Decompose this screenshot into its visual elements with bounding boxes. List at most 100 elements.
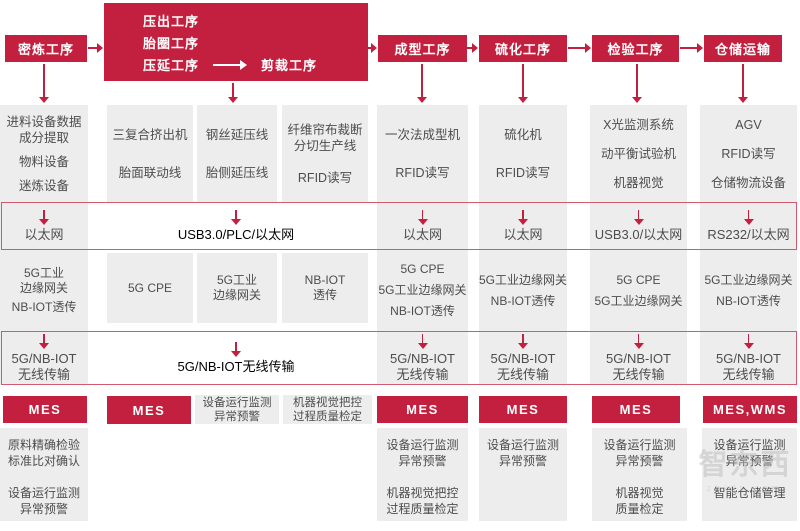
stage-inspection: 检验工序 xyxy=(592,35,679,62)
stage-inspection-label: 检验工序 xyxy=(607,42,664,57)
arrow-down-icon xyxy=(229,209,243,225)
equipment-box-curing: 硫化机 RFID读写 xyxy=(479,105,567,202)
app-item: 设备运行监测 异常预警 xyxy=(713,438,786,468)
app-item: 机器视觉 质量检定 xyxy=(615,486,664,516)
network-cell-molding: 以太网 xyxy=(377,202,468,250)
network-cell-mixing: 以太网 xyxy=(0,202,88,250)
app-box-curing: 设备运行监测 异常预警 xyxy=(479,428,567,521)
equipment-item: RFID读写 xyxy=(297,170,353,185)
equipment-box-mixing: 进料设备数据 成分提取 物料设备 迷炼设备 xyxy=(0,105,88,202)
network-label: 以太网 xyxy=(402,226,442,242)
edge-item: 5G工业边缘网关 xyxy=(594,293,683,308)
arrow-down-icon xyxy=(37,64,51,103)
network-label: 以太网 xyxy=(24,226,64,242)
stage-preparation-group: 压出工序 胎圈工序 压延工序 剪裁工序 xyxy=(104,3,368,81)
edge-item: 5G工业 边缘网关 xyxy=(212,273,261,302)
stage-mixing: 密炼工序 xyxy=(5,35,87,62)
wireless-label: 5G/NB-IOT 无线传输 xyxy=(490,350,556,382)
arrow-down-icon xyxy=(37,209,51,225)
platform-box-mixing: MES xyxy=(3,396,87,423)
app-item: 设备运行监测 异常预警 xyxy=(386,438,459,468)
platform-label: MES xyxy=(28,402,62,417)
equipment-item: RFID读写 xyxy=(495,165,551,180)
stage-molding: 成型工序 xyxy=(378,35,467,62)
arrow-down-icon xyxy=(226,83,240,103)
equipment-box-warehouse: AGV RFID读写 仓储物流设备 xyxy=(700,105,797,202)
arrow-right-icon xyxy=(568,42,591,54)
platform-box-inspection: MES xyxy=(592,396,680,423)
wireless-label: 5G/NB-IOT 无线传输 xyxy=(715,350,781,382)
wireless-cell-mixing: 5G/NB-IOT 无线传输 xyxy=(0,331,88,385)
edge-box-cpe: 5G CPE xyxy=(107,253,193,323)
edge-box-nbiot: NB-IOT 透传 xyxy=(282,253,368,323)
stage-cutting-label: 剪裁工序 xyxy=(261,58,318,73)
equipment-item: 纤维帘布裁断 分切生产线 xyxy=(287,122,363,153)
app-box-inspection: 设备运行监测 异常预警 机器视觉 质量检定 xyxy=(592,428,687,521)
edge-item: 5G CPE xyxy=(400,262,445,276)
equipment-box-cutting: 纤维帘布裁断 分切生产线 RFID读写 xyxy=(282,105,368,202)
platform-label: MES xyxy=(132,402,166,418)
app-box-preparation-vision: 机器视觉把控 过程质量检定 xyxy=(283,395,372,424)
network-cell-warehouse: RS232/以太网 xyxy=(700,202,797,250)
app-box-molding: 设备运行监测 异常预警 机器视觉把控 过程质量检定 xyxy=(377,428,468,521)
equipment-box-extrusion: 三复合挤出机 胎面联动线 xyxy=(107,105,193,202)
edge-box-molding: 5G CPE 5G工业边缘网关 NB-IOT透传 xyxy=(377,250,468,331)
app-item: 设备运行监测 异常预警 xyxy=(202,396,272,423)
arrow-down-icon xyxy=(742,333,756,349)
app-item: 设备运行监测 异常预警 xyxy=(486,438,559,468)
platform-box-curing: MES xyxy=(479,396,567,423)
stage-warehouse-label: 仓储运输 xyxy=(714,42,771,57)
arrow-down-icon xyxy=(742,209,756,225)
equipment-item: 进料设备数据 成分提取 xyxy=(6,114,82,145)
arrow-down-icon xyxy=(37,333,51,349)
arrow-down-icon xyxy=(632,333,646,349)
wireless-label: 5G/NB-IOT 无线传输 xyxy=(11,350,77,382)
equipment-item: 胎侧延压线 xyxy=(205,165,269,180)
stage-molding-label: 成型工序 xyxy=(394,42,451,57)
app-item: 设备运行监测 异常预警 xyxy=(603,438,676,468)
app-item: 原料精确检验 标准比对确认 xyxy=(7,438,80,468)
equipment-item: 仓储物流设备 xyxy=(710,175,786,190)
arrow-right-icon xyxy=(88,42,103,54)
equipment-item: RFID读写 xyxy=(721,146,776,161)
edge-item: 5G CPE xyxy=(127,280,172,295)
edge-box-inspection: 5G CPE 5G工业边缘网关 xyxy=(590,250,687,331)
equipment-box-calendering: 钢丝延压线 胎侧延压线 xyxy=(197,105,277,202)
arrow-down-icon xyxy=(516,209,530,225)
edge-item: NB-IOT透传 xyxy=(490,293,556,308)
stage-warehouse: 仓储运输 xyxy=(704,35,782,62)
app-box-mixing: 原料精确检验 标准比对确认 设备运行监测 异常预警 xyxy=(0,428,88,521)
edge-box-warehouse: 5G工业边缘网关 NB-IOT透传 xyxy=(700,250,797,331)
arrow-right-icon xyxy=(680,42,703,54)
stage-mixing-label: 密炼工序 xyxy=(17,42,74,57)
platform-label: MES xyxy=(506,402,540,417)
wireless-label: 5G/NB-IOT 无线传输 xyxy=(389,350,455,382)
equipment-item: 胎面联动线 xyxy=(118,165,182,180)
equipment-item: 硫化机 xyxy=(504,127,542,142)
stage-curing: 硫化工序 xyxy=(479,35,567,62)
equipment-item: AGV xyxy=(735,117,762,132)
platform-label: MES,WMS xyxy=(712,402,788,417)
platform-label: MES xyxy=(619,402,653,417)
app-item: 智能仓储管理 xyxy=(713,486,786,500)
platform-box-preparation: MES xyxy=(107,396,191,424)
stage-extrusion: 压出工序 xyxy=(143,13,200,29)
edge-item: 5G工业边缘网关 xyxy=(704,272,793,287)
equipment-item: RFID读写 xyxy=(395,165,450,180)
arrow-down-icon xyxy=(516,64,530,103)
app-item: 机器视觉把控 过程质量检定 xyxy=(386,486,459,516)
edge-item: 5G工业边缘网关 xyxy=(378,283,467,297)
wireless-cell-preparation: 5G/NB-IOT无线传输 xyxy=(104,331,368,385)
network-cell-preparation: USB3.0/PLC/以太网 xyxy=(104,202,368,250)
edge-item: 5G工业 边缘网关 xyxy=(19,266,68,295)
equipment-item: X光监测系统 xyxy=(603,117,674,132)
edge-item: 5G CPE xyxy=(616,272,661,287)
edge-item: NB-IOT透传 xyxy=(716,293,781,308)
stage-extrusion-label: 压出工序 xyxy=(143,14,200,29)
network-label: RS232/以太网 xyxy=(707,226,790,242)
arrow-right-white-icon xyxy=(213,59,248,71)
edge-item: NB-IOT 透传 xyxy=(304,273,346,302)
app-item: 机器视觉把控 过程质量检定 xyxy=(293,396,362,423)
wireless-label: 5G/NB-IOT无线传输 xyxy=(177,358,295,374)
